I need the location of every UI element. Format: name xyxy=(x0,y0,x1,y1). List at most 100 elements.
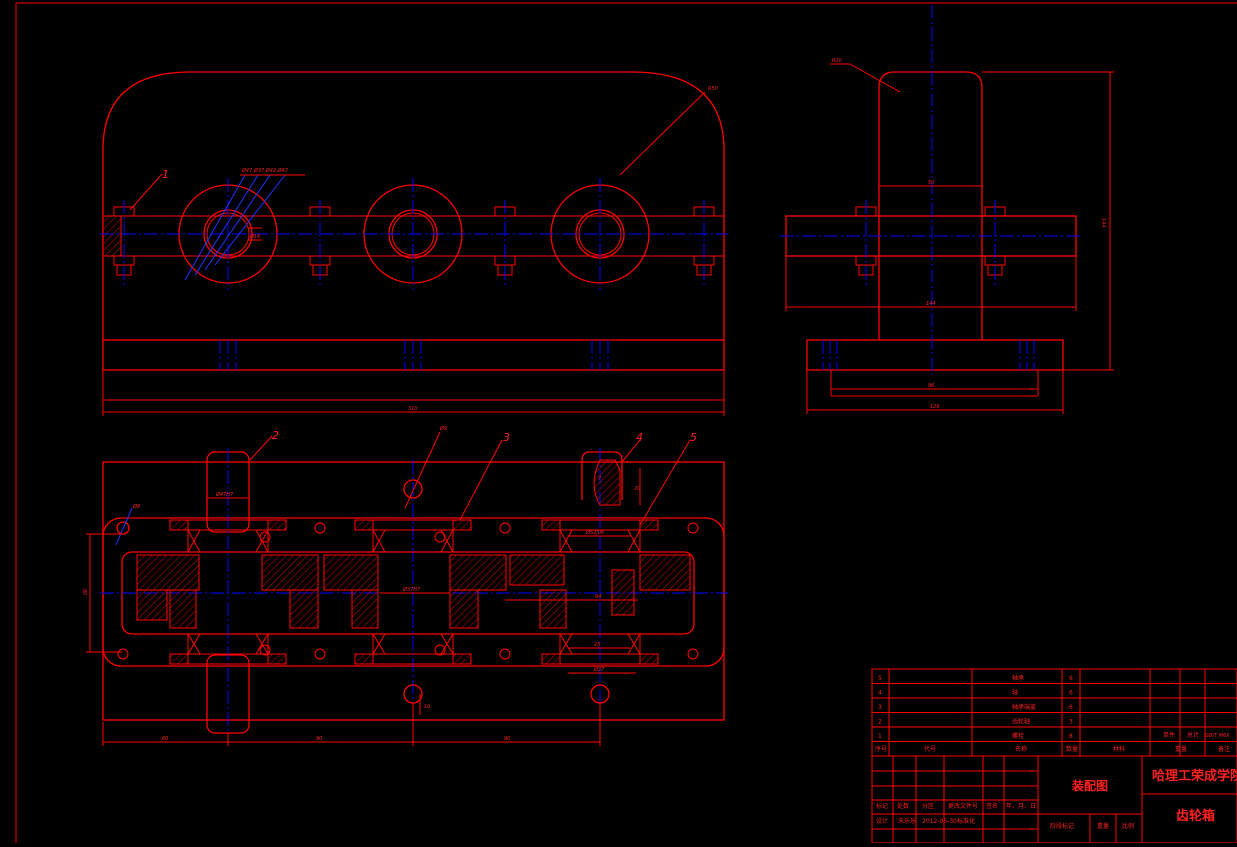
bearing-bottom xyxy=(372,633,454,655)
parts-row-name: 齿轮轴 xyxy=(1012,718,1030,726)
row1-extra-1: 单件 xyxy=(1163,731,1175,739)
cap-hatch-left xyxy=(541,519,561,531)
bolt-hole xyxy=(499,522,511,534)
row1-extra-3: GB/T M6X xyxy=(1205,733,1230,739)
cap-hatch-right xyxy=(639,519,659,531)
gear-hatch xyxy=(611,569,635,616)
dim-shaft-2: Ø37H7 xyxy=(402,586,421,593)
bearing-mark xyxy=(440,529,454,553)
dim-plan-height: 80 xyxy=(81,589,87,595)
dim-front-width: 310 xyxy=(408,406,418,412)
dim-side-base-inner: 96 xyxy=(928,383,934,389)
parts-row-no: 4 xyxy=(878,690,882,697)
parts-row-qty: 6 xyxy=(1069,704,1073,711)
gear-hatch xyxy=(351,589,379,629)
dim-bottom-1: 60 xyxy=(162,736,168,742)
mini-header-0: 标记 xyxy=(876,802,888,810)
bolt-hole xyxy=(687,522,699,534)
cap-hatch-left xyxy=(169,519,189,531)
mini-row2-2: 2012-06-30 xyxy=(922,818,957,825)
bearing-mark xyxy=(372,633,386,655)
mini-row2-0: 设计 xyxy=(876,817,888,825)
dim-hole-callout: Ø47 Ø37 Ø42 Ø47 xyxy=(241,167,289,174)
cap-hatch xyxy=(593,459,621,506)
dim-shaft-1: Ø47H7 xyxy=(215,491,234,498)
dim-side-radius: R10 xyxy=(832,58,842,64)
dim-bottom-3: 90 xyxy=(504,736,510,742)
bearing-mark xyxy=(627,529,641,553)
header-code: 代号 xyxy=(924,745,936,753)
mini-row2-3: 标准化 xyxy=(957,817,975,825)
bolt-hole xyxy=(259,644,271,656)
cap-hatch-left-b xyxy=(354,653,374,665)
gear-sections xyxy=(136,459,691,629)
part-label-2: 2 xyxy=(272,429,279,442)
bearing-mark xyxy=(372,529,386,553)
bearing-bottom xyxy=(559,633,641,655)
sheet-border xyxy=(15,2,1237,843)
dim-small-6: 10 xyxy=(424,704,430,710)
gear-hatch xyxy=(449,554,507,591)
cap-hatch-right xyxy=(452,519,472,531)
cap-hatch-right-b xyxy=(639,653,659,665)
stage-label: 阶段标记 xyxy=(1050,822,1074,830)
header-qty: 数量 xyxy=(1066,745,1078,753)
parts-row-qty: 3 xyxy=(1069,719,1073,726)
bearing-mark xyxy=(559,633,573,655)
drawing-type: 装配图 xyxy=(1071,778,1108,793)
parts-row-qty: 6 xyxy=(1069,690,1073,697)
dim-small-2: 25 xyxy=(594,642,600,648)
parts-row-name: 轴承 xyxy=(1012,674,1024,682)
part-label-1: 1 xyxy=(162,168,169,181)
cap-hatch-right-b xyxy=(452,653,472,665)
parts-row-name: 轴 xyxy=(1012,689,1018,697)
bolt-hole xyxy=(499,648,511,660)
parts-row-no: 5 xyxy=(878,675,882,682)
plan-section-view: 2 3 4 5 Ø9 Ø8 Ø47H7 Ø37H7 Ø52J06 94 20 2… xyxy=(81,233,728,746)
parts-row-no: 2 xyxy=(878,719,882,726)
dim-small-5: Ø16 xyxy=(249,233,260,240)
dim-bottom-2: 90 xyxy=(316,736,322,742)
gear-hatch xyxy=(639,554,691,591)
bolt-hole xyxy=(117,648,129,660)
mini-header-5: 年、月、日 xyxy=(1006,802,1036,810)
part-label-5: 5 xyxy=(690,431,697,444)
gear-hatch xyxy=(509,554,565,586)
dim-plan-hole-left: Ø8 xyxy=(132,503,140,510)
gear-hatch xyxy=(289,589,319,629)
bearing-mark xyxy=(187,529,201,553)
weight-label: 重量 xyxy=(1097,822,1109,830)
mini-row2-1: 朱乐乐 xyxy=(898,817,916,825)
header-weight: 重量 xyxy=(1175,745,1187,753)
scale-label: 比例 xyxy=(1122,822,1134,830)
dim-small-4: 7 xyxy=(598,476,602,482)
front-view: 310 R50 Ø47 Ø37 Ø42 Ø47 1 xyxy=(100,71,728,416)
bearing-mark xyxy=(440,633,454,655)
gear-hatch xyxy=(323,554,379,591)
bearing-top xyxy=(187,529,269,553)
bearing-caps xyxy=(169,519,659,665)
bolt-hole xyxy=(314,522,326,534)
bearing-mark xyxy=(255,529,269,553)
bearing-top xyxy=(559,529,641,553)
header-name: 名称 xyxy=(1015,745,1027,753)
header-material: 材料 xyxy=(1113,745,1125,753)
header-remark: 备注 xyxy=(1218,745,1230,753)
gear-hatch xyxy=(261,554,319,591)
mini-header-1: 处数 xyxy=(897,802,909,810)
bolt-hole xyxy=(687,648,699,660)
parts-row-qty: 8 xyxy=(1069,733,1073,740)
parts-row-no: 1 xyxy=(878,733,882,740)
school-name: 哈理工荣成学院 xyxy=(1152,768,1237,784)
mini-header-2: 分区 xyxy=(922,802,934,810)
part-title: 齿轮箱 xyxy=(1176,808,1215,824)
dim-side-height: 144 xyxy=(1100,218,1106,228)
parts-row-name: 轴承端盖 xyxy=(1012,703,1036,711)
bolt-hole xyxy=(434,531,446,543)
bearing-mark xyxy=(187,633,201,655)
side-view: 50 144 96 126 144 R10 xyxy=(780,5,1114,414)
gear-hatch xyxy=(136,554,200,591)
